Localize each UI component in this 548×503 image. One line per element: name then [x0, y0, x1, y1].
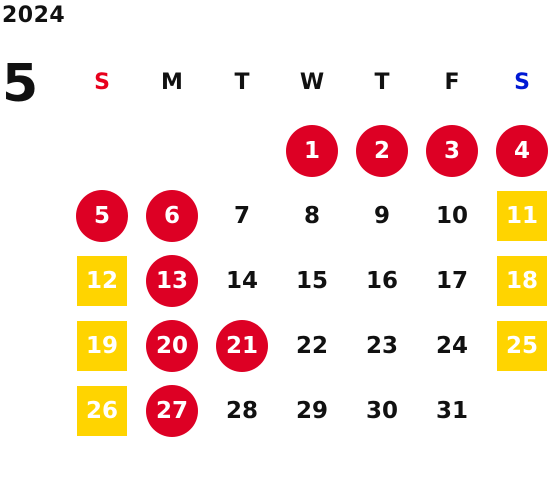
day-cell: 25	[487, 313, 548, 378]
day-23: 23	[365, 332, 398, 359]
day-4: 4	[496, 124, 548, 177]
day-cell: 23	[347, 313, 417, 378]
day-7: 7	[233, 202, 250, 229]
empty-cell	[137, 118, 207, 183]
day-24: 24	[435, 332, 468, 359]
day-cell: 9	[347, 183, 417, 248]
day-cell: 24	[417, 313, 487, 378]
day-28: 28	[225, 397, 258, 424]
day-14: 14	[225, 267, 258, 294]
day-cell: 2	[347, 118, 417, 183]
day-cell: 7	[207, 183, 277, 248]
day-17: 17	[435, 267, 468, 294]
day-cell: 31	[417, 378, 487, 443]
day-cell: 19	[67, 313, 137, 378]
day-cell: 5	[67, 183, 137, 248]
day-13: 13	[146, 254, 198, 307]
day-cell: 20	[137, 313, 207, 378]
day-cell: 4	[487, 118, 548, 183]
day-9: 9	[373, 202, 390, 229]
weekday-header: S M T W T F S	[67, 62, 548, 102]
day-22: 22	[295, 332, 328, 359]
day-cell: 10	[417, 183, 487, 248]
day-12: 12	[77, 255, 127, 306]
day-cell: 15	[277, 248, 347, 313]
weekday-monday: M	[161, 69, 183, 95]
day-31: 31	[435, 397, 468, 424]
day-1: 1	[286, 124, 338, 177]
weekday-wednesday: W	[299, 69, 325, 95]
day-cell: 29	[277, 378, 347, 443]
day-cell: 21	[207, 313, 277, 378]
day-cell: 26	[67, 378, 137, 443]
day-cell: 3	[417, 118, 487, 183]
day-cell: 12	[67, 248, 137, 313]
day-cell: 16	[347, 248, 417, 313]
year-label: 2024	[2, 3, 66, 28]
day-11: 11	[497, 190, 547, 241]
weekday-saturday: S	[514, 69, 530, 95]
day-25: 25	[497, 320, 547, 371]
day-6: 6	[146, 189, 198, 242]
day-19: 19	[77, 320, 127, 371]
day-16: 16	[365, 267, 398, 294]
day-cell: 30	[347, 378, 417, 443]
day-8: 8	[303, 202, 320, 229]
day-3: 3	[426, 124, 478, 177]
day-27: 27	[146, 384, 198, 437]
day-cell: 13	[137, 248, 207, 313]
weekday-sunday: S	[94, 69, 110, 95]
day-5: 5	[76, 189, 128, 242]
empty-cell	[207, 118, 277, 183]
day-cell: 11	[487, 183, 548, 248]
day-cell: 27	[137, 378, 207, 443]
month-number: 5	[2, 54, 39, 114]
day-20: 20	[146, 319, 198, 372]
weekday-tuesday: T	[234, 69, 250, 95]
day-29: 29	[295, 397, 328, 424]
weekday-friday: F	[444, 69, 460, 95]
day-cell: 17	[417, 248, 487, 313]
weekday-thursday: T	[374, 69, 390, 95]
day-26: 26	[77, 385, 127, 436]
day-cell: 14	[207, 248, 277, 313]
day-2: 2	[356, 124, 408, 177]
day-15: 15	[295, 267, 328, 294]
day-30: 30	[365, 397, 398, 424]
day-cell: 28	[207, 378, 277, 443]
day-cell: 8	[277, 183, 347, 248]
day-21: 21	[216, 319, 268, 372]
day-10: 10	[435, 202, 468, 229]
day-cell: 18	[487, 248, 548, 313]
empty-cell	[67, 118, 137, 183]
day-cell: 1	[277, 118, 347, 183]
day-cell: 6	[137, 183, 207, 248]
day-18: 18	[497, 255, 547, 306]
day-cell: 22	[277, 313, 347, 378]
